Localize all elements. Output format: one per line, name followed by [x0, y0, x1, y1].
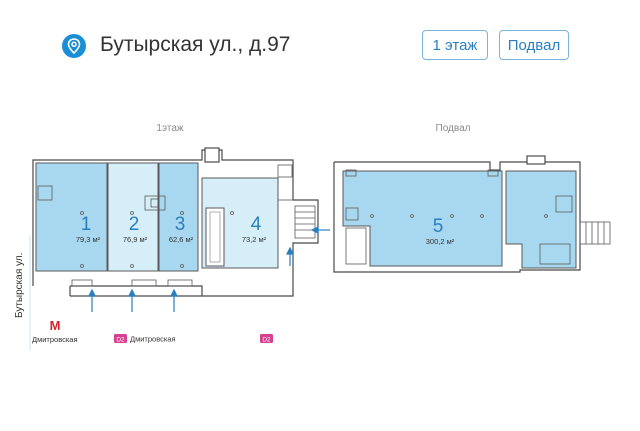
- address-title: Бутырская ул., д.97: [100, 33, 291, 56]
- basement-building: [333, 155, 581, 273]
- room-3-number: 3: [175, 214, 186, 235]
- location-pin-icon: [62, 34, 86, 58]
- tab-basement[interactable]: Подвал: [499, 30, 569, 60]
- metro-icon: M: [47, 318, 63, 333]
- room-4[interactable]: 4 73,2 м²: [201, 177, 279, 269]
- basement-details: [345, 169, 611, 265]
- floor1-details: [37, 164, 316, 287]
- room-5-area: 300,2 м²: [426, 237, 455, 246]
- room-2[interactable]: 2 76,9 м²: [107, 162, 159, 272]
- room-1[interactable]: 1 79,3 м²: [35, 162, 108, 272]
- room-5-number: 5: [433, 216, 444, 237]
- basement-label: Подвал: [436, 123, 471, 134]
- floor-plan-drawing: 1этаж Подвал 1 79,3 м² 2 76,9 м² 3 62,6 …: [14, 123, 611, 350]
- header: Бутырская ул., д.97 1 этаж Подвал: [0, 0, 640, 92]
- room-3-area: 62,6 м²: [169, 235, 194, 244]
- room-4-area: 73,2 м²: [242, 235, 267, 244]
- svg-text:M: M: [50, 318, 61, 333]
- d2-station-label: Дмитровская: [130, 335, 176, 344]
- street-label: Бутырская ул.: [14, 253, 25, 318]
- entrance-arrows-floor1: [88, 226, 330, 312]
- tab-first-floor[interactable]: 1 этаж: [422, 30, 488, 60]
- d2-badge-2: D2: [260, 334, 273, 344]
- svg-text:D2: D2: [116, 337, 125, 344]
- room-5[interactable]: 5 300,2 м²: [342, 170, 577, 269]
- room-1-area: 79,3 м²: [76, 235, 101, 244]
- room-2-number: 2: [129, 214, 140, 235]
- room-1-number: 1: [81, 214, 92, 235]
- room-2-area: 76,9 м²: [123, 235, 148, 244]
- room-4-number: 4: [251, 214, 262, 235]
- svg-text:D2: D2: [262, 337, 271, 344]
- metro-station-label: Дмитровская: [32, 335, 78, 344]
- room-3[interactable]: 3 62,6 м²: [158, 162, 199, 272]
- floor1-label: 1этаж: [156, 123, 183, 134]
- floor-plan: 1этаж Подвал 1 79,3 м² 2 76,9 м² 3 62,6 …: [0, 110, 640, 426]
- d2-badge-1: D2: [114, 334, 127, 344]
